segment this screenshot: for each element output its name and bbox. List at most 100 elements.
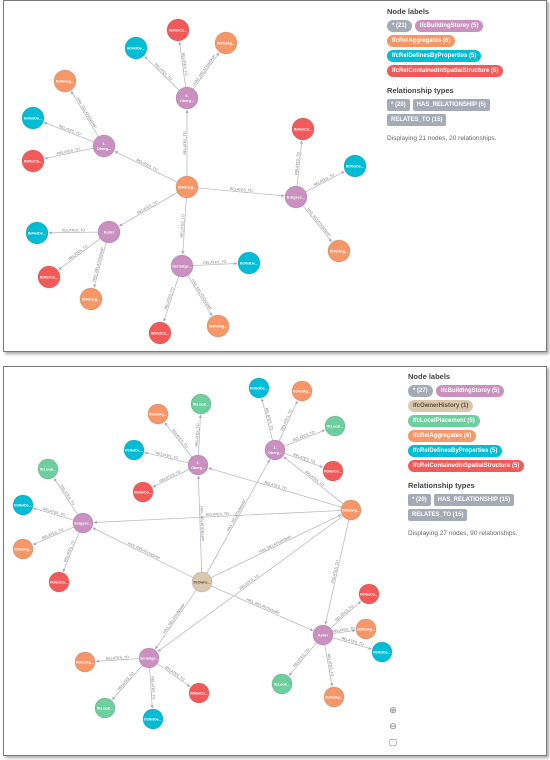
node-circle[interactable]: [188, 682, 210, 704]
node-circle[interactable]: [237, 251, 261, 275]
graph-node-agg[interactable]: IfcRelAg...: [323, 686, 345, 708]
relationship-edge[interactable]: [114, 150, 178, 183]
node-circle[interactable]: [12, 494, 34, 516]
graph-node-defines[interactable]: IfcRelDe...: [237, 251, 261, 275]
node-circle[interactable]: [138, 647, 160, 669]
node-circle[interactable]: [166, 18, 190, 42]
relationship-edge[interactable]: [58, 238, 101, 271]
node-circle[interactable]: [264, 439, 286, 461]
graph-node-agg[interactable]: IfcRelAg...: [12, 538, 34, 560]
relationship-edge[interactable]: [157, 515, 344, 652]
node-circle[interactable]: [324, 415, 346, 437]
zoom-in-icon[interactable]: ⊕: [389, 705, 397, 715]
relationship-edge[interactable]: [332, 637, 372, 650]
node-label-chip[interactable]: IfcRelContainedInSpatialStructure (5): [387, 65, 504, 77]
node-circle[interactable]: [291, 117, 315, 141]
graph-node-agg[interactable]: IfcRelAg...: [147, 403, 169, 425]
node-circle[interactable]: [142, 708, 164, 730]
node-circle[interactable]: [97, 220, 121, 244]
node-circle[interactable]: [271, 673, 293, 695]
node-circle[interactable]: [79, 287, 103, 311]
graph-node-storey[interactable]: Erdgesc...: [284, 185, 308, 209]
relationship-edge[interactable]: [288, 642, 317, 676]
node-circle[interactable]: [190, 393, 212, 415]
relationship-type-chip[interactable]: HAS_RELATIONSHIP (15): [433, 494, 515, 506]
node-circle[interactable]: [175, 86, 199, 110]
graph-node-contained[interactable]: IfcRelCo...: [291, 117, 315, 141]
relationship-edge[interactable]: [210, 585, 314, 631]
graph-node-contained[interactable]: IfcRelCo...: [358, 583, 380, 605]
node-circle[interactable]: [284, 185, 308, 209]
node-label-chip[interactable]: IfcBuildingStorey (5): [414, 20, 484, 32]
relationship-edge[interactable]: [210, 514, 342, 579]
graph-node-defines[interactable]: IfcRelDe...: [248, 377, 270, 399]
relationship-edge[interactable]: [305, 171, 345, 193]
graph-node-contained[interactable]: IfcRelCo...: [188, 682, 210, 704]
graph-node-local[interactable]: IfcLocal...: [271, 673, 293, 695]
relationship-edge[interactable]: [193, 52, 220, 90]
relationship-edge[interactable]: [197, 187, 285, 198]
node-circle[interactable]: [74, 651, 96, 673]
graph-node-defines[interactable]: IfcRelDe...: [123, 439, 145, 461]
node-circle[interactable]: [25, 221, 49, 245]
relationship-edge[interactable]: [187, 275, 213, 316]
relationship-edge[interactable]: [296, 140, 304, 187]
node-circle[interactable]: [21, 149, 45, 173]
graph-node-defines[interactable]: IfcRelDe...: [21, 106, 45, 130]
graph-node-defines[interactable]: IfcRelDe...: [371, 641, 393, 663]
graph-node-agg[interactable]: IfcRelAg...: [355, 618, 377, 640]
node-circle[interactable]: [191, 571, 213, 593]
graph-node-agg[interactable]: IfcRelAg...: [79, 287, 103, 311]
graph-node-agg[interactable]: IfcRelAg...: [340, 499, 362, 521]
node-circle[interactable]: [148, 321, 172, 345]
node-label-chip[interactable]: IfcOwnerHistory (1): [408, 400, 474, 412]
node-circle[interactable]: [322, 460, 344, 482]
graph-node-storey[interactable]: 1.Oberg...: [92, 134, 116, 158]
relationship-edge[interactable]: [144, 451, 189, 464]
node-circle[interactable]: [132, 481, 154, 503]
relationship-edge[interactable]: [284, 453, 323, 468]
relationship-edge[interactable]: [208, 467, 342, 508]
fit-icon[interactable]: ▢: [388, 737, 398, 747]
node-circle[interactable]: [92, 134, 116, 158]
relationship-edge[interactable]: [156, 663, 191, 688]
graph-node-agg[interactable]: IfcRelAg...: [214, 31, 238, 55]
node-circle[interactable]: [21, 106, 45, 130]
graph-node-contained[interactable]: IfcRelCo...: [166, 18, 190, 42]
node-circle[interactable]: [371, 641, 393, 663]
relationship-edge[interactable]: [196, 475, 203, 573]
node-label-chip[interactable]: IfcRelDefinesByProperties (5): [387, 50, 482, 62]
relationship-type-chip[interactable]: * (20): [387, 99, 410, 111]
node-circle[interactable]: [123, 439, 145, 461]
graph-node-agg[interactable]: IfcRelAg...: [206, 314, 230, 338]
node-circle[interactable]: [343, 154, 367, 178]
relationship-edge[interactable]: [62, 532, 80, 573]
node-circle[interactable]: [206, 314, 230, 338]
graph-node-local[interactable]: IfcLocal...: [37, 458, 59, 480]
node-circle[interactable]: [48, 571, 70, 593]
graph-node-agg[interactable]: IfcRelAg...: [175, 175, 199, 199]
graph-node-contained[interactable]: IfcRelCo...: [322, 460, 344, 482]
graph-node-defines[interactable]: IfcRelDe...: [12, 494, 34, 516]
relationship-edge[interactable]: [154, 589, 197, 650]
graph-node-local[interactable]: IfcLocal...: [190, 393, 212, 415]
relationship-edge[interactable]: [283, 456, 344, 505]
node-label-chip[interactable]: * (27): [408, 385, 433, 397]
node-circle[interactable]: [214, 31, 238, 55]
node-circle[interactable]: [94, 697, 116, 719]
node-circle[interactable]: [312, 624, 334, 646]
graph-node-storey[interactable]: Erdgesc...: [72, 512, 94, 534]
graph-node-contained[interactable]: IfcRelCo...: [132, 481, 154, 503]
relationship-edge[interactable]: [93, 510, 342, 524]
node-circle[interactable]: [291, 380, 313, 402]
relationship-edge[interactable]: [206, 459, 271, 574]
graph-canvas-top[interactable]: RELATES_TORELATES_TORELATES_TORELATES_TO…: [4, 1, 379, 351]
relationship-edge[interactable]: [43, 121, 94, 143]
relationship-edge[interactable]: [33, 507, 74, 521]
relationship-edge[interactable]: [149, 667, 154, 709]
graph-node-agg[interactable]: IfcRelAg...: [74, 651, 96, 673]
relationship-edge[interactable]: [302, 205, 332, 242]
node-label-chip[interactable]: IfcRelAggregates (6): [387, 35, 456, 47]
graph-node-defines[interactable]: IfcRelDe...: [124, 36, 148, 60]
relationship-type-chip[interactable]: HAS_RELATIONSHIP (5): [412, 99, 490, 111]
